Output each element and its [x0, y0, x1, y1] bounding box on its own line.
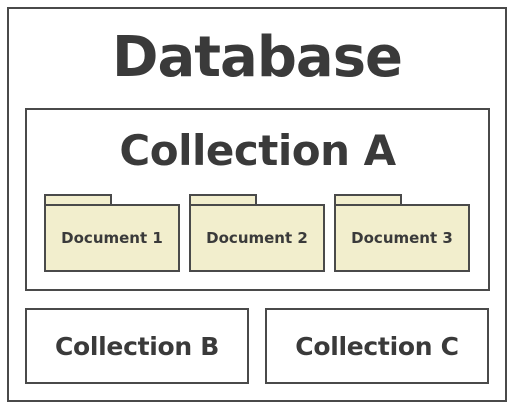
collection-b-container: Collection B	[25, 308, 249, 384]
folder-body: Document 3	[334, 204, 470, 272]
collection-c-title: Collection C	[295, 331, 459, 361]
collection-c-container: Collection C	[265, 308, 489, 384]
folder-body: Document 2	[189, 204, 325, 272]
document-1-folder-icon: Document 1	[44, 194, 180, 272]
folder-tab	[189, 194, 257, 206]
folder-body: Document 1	[44, 204, 180, 272]
collection-b-title: Collection B	[54, 331, 220, 361]
document-3-folder-icon: Document 3	[334, 194, 470, 272]
collection-a-title: Collection A	[119, 126, 396, 175]
document-2-folder-icon: Document 2	[189, 194, 325, 272]
folder-tab	[334, 194, 402, 206]
document-1-label: Document 1	[61, 229, 163, 247]
document-2-label: Document 2	[206, 229, 308, 247]
folder-tab	[44, 194, 112, 206]
document-3-label: Document 3	[351, 229, 453, 247]
database-title: Database	[111, 25, 403, 90]
